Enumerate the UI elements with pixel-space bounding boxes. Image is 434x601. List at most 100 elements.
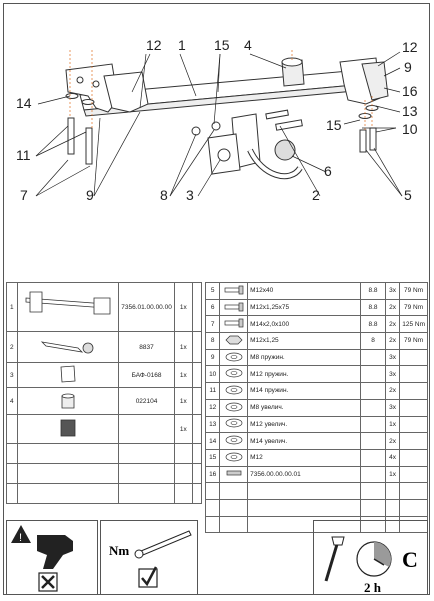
- fastener-icon: [219, 365, 249, 384]
- fastener-name: M8 пружин.: [247, 348, 362, 367]
- callout-8: 8: [160, 187, 168, 203]
- table-row: [6, 443, 203, 464]
- callout-12-right: 12: [402, 39, 418, 55]
- part-code: 8837: [118, 331, 175, 363]
- part-image: [16, 362, 120, 388]
- callout-9-right: 9: [404, 59, 412, 75]
- fastener-torque: 79 Nm: [399, 332, 428, 350]
- part-code: [118, 414, 175, 444]
- fastener-torque: 79 Nm: [399, 298, 428, 317]
- fastener-torque: [399, 415, 428, 434]
- fastener-grade: [360, 348, 386, 367]
- crossbar-thumbnail: [25, 291, 111, 315]
- svg-text:!: !: [19, 532, 22, 544]
- torque-wrench-box: Nm: [100, 520, 198, 595]
- hook-thumbnail: [40, 341, 94, 354]
- fastener-qty: 2x: [384, 315, 401, 334]
- fastener-grade: 8: [360, 332, 386, 350]
- row-num: 14: [204, 432, 221, 450]
- time-estimate-box: C 2 h: [313, 520, 428, 595]
- row-num: 12: [204, 398, 221, 417]
- callout-10: 10: [402, 121, 418, 137]
- fastener-grade: [360, 448, 386, 467]
- fastener-name: M12 увелич.: [247, 415, 362, 434]
- fastener-icon: [219, 298, 249, 317]
- row-num: 15: [204, 448, 221, 467]
- callout-16: 16: [402, 83, 418, 99]
- fastener-torque: 125 Nm: [399, 315, 428, 334]
- no-impact-wrench-box: !: [6, 520, 98, 595]
- fastener-name: M12: [247, 448, 362, 467]
- fastener-grade: 8.8: [360, 282, 386, 300]
- fastener-icon: [219, 465, 249, 484]
- fastener-icon: [219, 282, 249, 300]
- callout-13: 13: [402, 103, 418, 119]
- plate-thumbnail: [60, 365, 76, 383]
- parts-table: 1 7356.01.00.00.00 1x 2 8837 1x 3 БАФ-01…: [6, 282, 203, 504]
- callout-2: 2: [312, 187, 320, 203]
- right-bracket: [339, 57, 389, 105]
- fastener-icon: [219, 448, 249, 467]
- page-frame: [3, 3, 430, 595]
- table-row: 1x: [6, 414, 203, 444]
- fastener-qty: 3x: [384, 282, 401, 300]
- fastener-name: M12x40: [247, 282, 362, 300]
- row-num: 1: [6, 282, 18, 332]
- fastener-icon: [219, 415, 249, 434]
- fastener-torque: [399, 382, 428, 400]
- row-num: 8: [204, 332, 221, 350]
- table-row: [204, 498, 428, 517]
- row-num: 4: [6, 387, 18, 415]
- row-num: 5: [204, 282, 221, 300]
- part-qty: 1x: [173, 387, 193, 415]
- callout-5: 5: [404, 187, 412, 203]
- time-estimate-graphic: C 2 h: [324, 536, 418, 595]
- bolt-group-left: [65, 93, 95, 165]
- row-num: 9: [204, 348, 221, 367]
- fastener-grade: [360, 398, 386, 417]
- callout-leaders: [35, 51, 403, 197]
- cap-thumbnail: [61, 393, 75, 409]
- row-num: 11: [204, 382, 221, 400]
- fastener-grade: 8.8: [360, 298, 386, 317]
- callout-15-top: 15: [214, 37, 230, 53]
- time-label: 2 h: [364, 580, 382, 595]
- bolt-group-right: [358, 105, 379, 153]
- part-code: 7356.01.00.00.00: [118, 282, 175, 332]
- fastener-icon: [219, 382, 249, 400]
- callout-1: 1: [178, 37, 186, 53]
- part-image: [16, 331, 120, 363]
- row-num: 13: [204, 415, 221, 434]
- part-image: [16, 414, 120, 444]
- fastener-grade: [360, 365, 386, 384]
- callout-11: 11: [16, 147, 31, 163]
- part-qty: 1x: [173, 414, 193, 444]
- table-row: 4 022104 1x: [6, 387, 203, 415]
- callout-4: 4: [244, 37, 252, 53]
- tow-ball-hook: [231, 113, 303, 180]
- fastener-qty: 2x: [384, 382, 401, 400]
- table-row: 15 M12 4x: [204, 448, 428, 467]
- fastener-icon: [219, 348, 249, 367]
- table-row: [204, 482, 428, 500]
- fastener-name: M14x2,0x100: [247, 315, 362, 334]
- row-num: 6: [204, 298, 221, 317]
- fastener-qty: 4x: [384, 448, 401, 467]
- fastener-torque: [399, 398, 428, 417]
- fastener-torque: 79 Nm: [399, 282, 428, 300]
- socket-plate: [207, 133, 241, 175]
- torque-wrench-icon: Nm: [109, 530, 192, 588]
- callout-15-right: 15: [326, 117, 342, 133]
- row-num: [6, 414, 18, 444]
- fastener-grade: [360, 415, 386, 434]
